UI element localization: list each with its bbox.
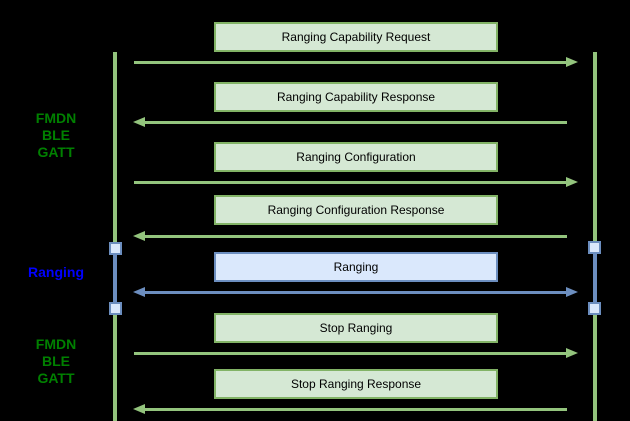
arrowhead-left-icon	[133, 117, 145, 127]
message-box-ranging-configuration: Ranging Configuration	[214, 142, 498, 172]
arrow-right-ranging-configuration	[133, 177, 578, 187]
arrowhead-left-icon	[133, 404, 145, 414]
arrow-left-ranging-capability-response	[133, 117, 578, 127]
message-box-stop-ranging: Stop Ranging	[214, 313, 498, 343]
message-box-ranging-capability-response: Ranging Capability Response	[214, 82, 498, 112]
message-box-ranging: Ranging	[214, 252, 498, 282]
activation-node	[588, 302, 601, 315]
arrow-line	[144, 235, 567, 238]
ranging-phase-segment-left	[113, 249, 117, 309]
arrow-right-stop-ranging	[133, 348, 578, 358]
arrowhead-right-icon	[566, 177, 578, 187]
arrow-line	[144, 291, 568, 294]
arrow-right-ranging-capability-request	[133, 57, 578, 67]
activation-node	[109, 302, 122, 315]
message-box-stop-ranging-response: Stop Ranging Response	[214, 369, 498, 399]
arrow-line	[144, 408, 567, 411]
phase-label-ranging: Ranging	[28, 264, 84, 280]
arrowhead-left-icon	[133, 287, 145, 297]
arrow-line	[134, 352, 568, 355]
ranging-phase-segment-right	[593, 249, 597, 309]
phase-label-fmdn-ble-gatt-bottom: FMDN BLE GATT	[35, 336, 77, 386]
arrow-line	[134, 181, 568, 184]
message-box-ranging-capability-request: Ranging Capability Request	[214, 22, 498, 52]
arrowhead-left-icon	[133, 231, 145, 241]
arrowhead-right-icon	[566, 57, 578, 67]
lifeline-right	[593, 52, 597, 421]
arrow-left-ranging-configuration-response	[133, 231, 578, 241]
arrowhead-right-icon	[566, 348, 578, 358]
arrow-left-stop-ranging-response	[133, 404, 578, 414]
arrow-line	[134, 61, 568, 64]
arrow-line	[144, 121, 567, 124]
activation-node	[109, 242, 122, 255]
phase-label-fmdn-ble-gatt-top: FMDN BLE GATT	[35, 110, 77, 160]
arrow-bidirectional-ranging	[133, 287, 578, 297]
arrowhead-right-icon	[566, 287, 578, 297]
message-box-ranging-configuration-response: Ranging Configuration Response	[214, 195, 498, 225]
lifeline-left	[113, 52, 117, 421]
activation-node	[588, 241, 601, 254]
